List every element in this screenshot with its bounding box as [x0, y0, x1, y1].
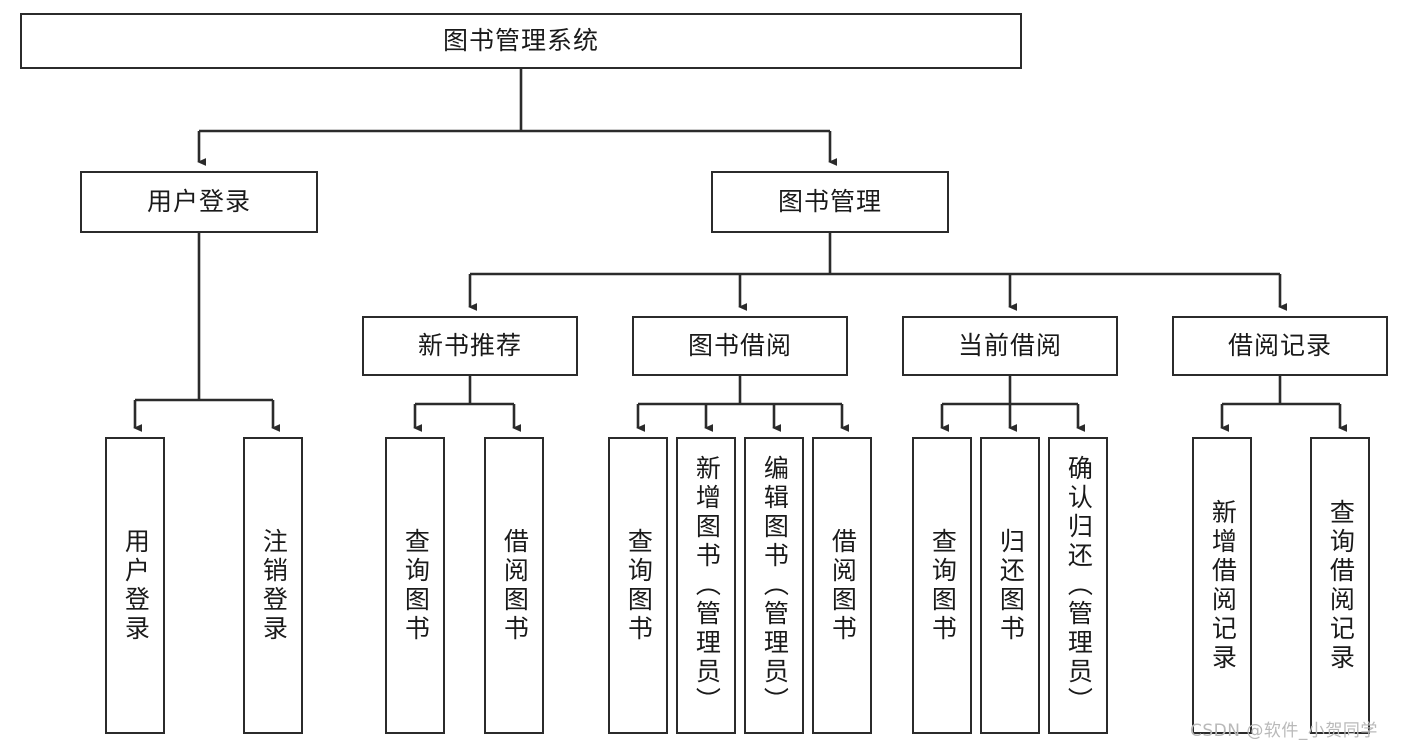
leaf-return-book[interactable]: 归还图书	[980, 437, 1040, 734]
watermark-credit: CSDN @软件_小贺同学	[1190, 721, 1378, 741]
leaf-user-logout[interactable]: 注销登录	[243, 437, 303, 734]
leaf-borrow-book[interactable]: 借阅图书	[812, 437, 872, 734]
node-new-book-recommend[interactable]: 新书推荐	[362, 316, 578, 376]
node-book-management[interactable]: 图书管理	[711, 171, 949, 233]
leaf-borrow-book-recommend[interactable]: 借阅图书	[484, 437, 544, 734]
node-user-login[interactable]: 用户登录	[80, 171, 318, 233]
leaf-add-book-admin[interactable]: 新增图书（管理员）	[676, 437, 736, 734]
leaf-confirm-return-admin[interactable]: 确认归还（管理员）	[1048, 437, 1108, 734]
leaf-query-book-recommend[interactable]: 查询图书	[385, 437, 445, 734]
leaf-add-borrow-record[interactable]: 新增借阅记录	[1192, 437, 1252, 734]
leaf-query-book-borrow[interactable]: 查询图书	[608, 437, 668, 734]
node-root-book-management-system[interactable]: 图书管理系统	[20, 13, 1022, 69]
leaf-query-book-current[interactable]: 查询图书	[912, 437, 972, 734]
leaf-user-login[interactable]: 用户登录	[105, 437, 165, 734]
node-current-borrow[interactable]: 当前借阅	[902, 316, 1118, 376]
leaf-edit-book-admin[interactable]: 编辑图书（管理员）	[744, 437, 804, 734]
leaf-query-borrow-record[interactable]: 查询借阅记录	[1310, 437, 1370, 734]
node-book-borrow[interactable]: 图书借阅	[632, 316, 848, 376]
node-borrow-record[interactable]: 借阅记录	[1172, 316, 1388, 376]
